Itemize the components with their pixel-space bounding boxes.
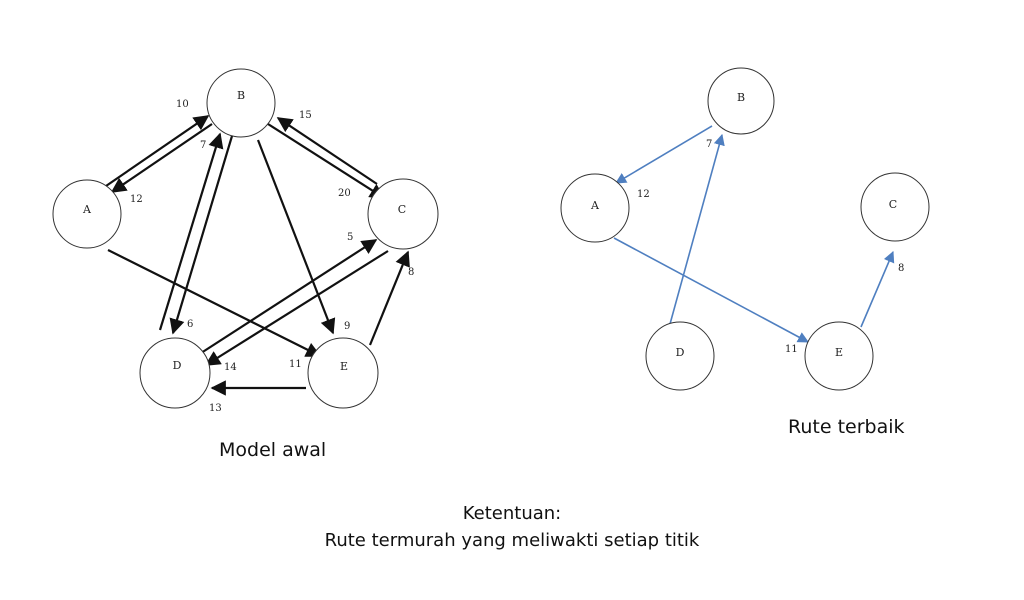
initial-weight-d-b: 7 <box>200 140 206 151</box>
initial-edge-d-b <box>158 132 224 331</box>
best-node-c <box>860 172 930 242</box>
best-weight-e-c: 8 <box>898 263 904 274</box>
best-edge-d-b <box>669 133 725 325</box>
initial-weight-a-e: 11 <box>289 359 302 370</box>
initial-node-b <box>206 68 276 138</box>
initial-edge-b-d <box>169 135 234 335</box>
best-edge-e-c <box>860 250 895 328</box>
initial-node-e <box>307 337 379 409</box>
initial-edge-b-a <box>110 123 213 193</box>
best-weight-d-b: 7 <box>706 139 712 150</box>
initial-node-e-label: E <box>340 360 348 373</box>
best-node-c-label: C <box>889 198 897 211</box>
rules-text: Rute termurah yang meliwakti setiap titi… <box>324 530 700 551</box>
initial-weight-b-e: 9 <box>344 321 350 332</box>
initial-node-a-label: A <box>82 203 92 216</box>
initial-weight-e-d: 13 <box>209 403 222 414</box>
best-route-graph: B A C D E 12 7 11 8 <box>560 67 930 391</box>
best-node-b <box>707 67 775 135</box>
initial-edge-c-b <box>276 117 378 185</box>
best-node-d <box>645 321 715 391</box>
best-node-b-label: B <box>737 91 745 104</box>
initial-node-c-label: C <box>398 203 406 216</box>
initial-edge-b-c <box>267 123 386 199</box>
initial-weight-a-b: 10 <box>176 99 189 110</box>
initial-weight-c-d: 14 <box>224 362 237 373</box>
best-node-e <box>804 321 874 391</box>
initial-weight-d-c: 5 <box>347 232 353 243</box>
best-weight-b-a: 12 <box>637 189 650 200</box>
initial-edge-a-b <box>105 115 210 187</box>
best-route-caption: Rute terbaik <box>788 416 905 438</box>
best-node-a <box>560 173 630 243</box>
best-edge-a-e <box>613 237 809 343</box>
best-node-e-label: E <box>835 346 843 359</box>
best-weight-a-e: 11 <box>785 344 798 355</box>
initial-node-a <box>52 179 122 249</box>
initial-node-d-label: D <box>173 359 182 372</box>
initial-weight-e-c: 8 <box>408 267 414 278</box>
best-node-a-label: A <box>590 199 600 212</box>
initial-weight-b-a: 12 <box>130 194 143 205</box>
initial-edge-a-e <box>107 249 322 357</box>
initial-node-b-label: B <box>237 89 245 102</box>
initial-weight-b-d: 6 <box>187 319 193 330</box>
rules-block: Ketentuan: Rute termurah yang meliwakti … <box>212 500 812 554</box>
rules-heading: Ketentuan: <box>462 503 562 524</box>
initial-model-caption: Model awal <box>219 439 327 461</box>
initial-edge-c-d <box>204 250 389 366</box>
initial-weight-c-b: 15 <box>299 110 312 121</box>
initial-model-graph: B A C D E 10 12 7 6 15 20 5 14 9 11 8 13 <box>52 68 439 414</box>
initial-node-c <box>367 178 439 250</box>
best-edge-b-a <box>615 125 713 184</box>
initial-node-d <box>139 337 211 409</box>
best-node-d-label: D <box>676 346 685 359</box>
initial-edge-b-e <box>256 139 336 335</box>
initial-edge-d-c <box>197 239 378 356</box>
initial-weight-b-c: 20 <box>338 188 351 199</box>
initial-edge-e-c <box>368 250 410 346</box>
